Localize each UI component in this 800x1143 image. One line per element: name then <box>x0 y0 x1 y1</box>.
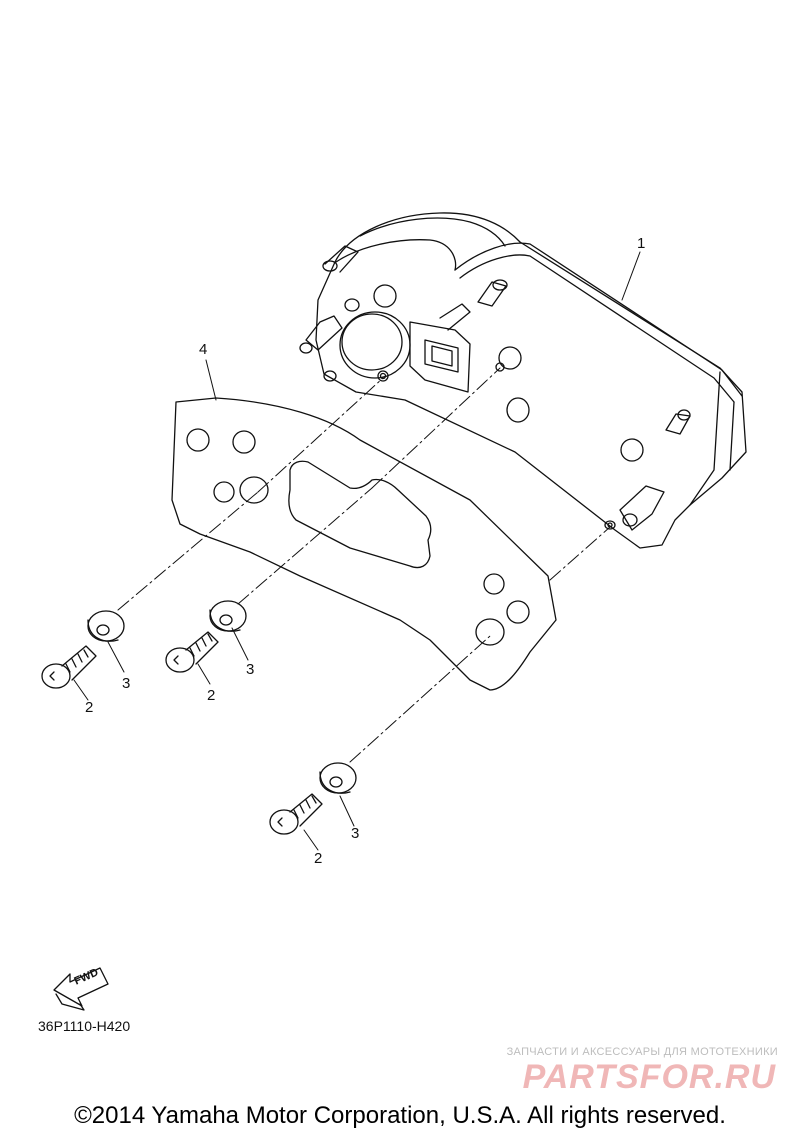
callout-bracket: 4 <box>199 341 208 358</box>
watermark-tagline: ЗАПЧАСТИ И АКСЕССУАРЫ ДЛЯ МОТОТЕХНИКИ <box>506 1046 778 1058</box>
washer-part-c <box>319 762 357 794</box>
bolt-part-b <box>165 631 219 673</box>
callout-washer-a: 3 <box>122 675 131 692</box>
copyright-notice: ©2014 Yamaha Motor Corporation, U.S.A. A… <box>74 1102 726 1129</box>
callout-meter-assembly: 1 <box>637 235 646 252</box>
meter-assembly-part <box>299 212 747 549</box>
bolt-part-c <box>269 793 323 835</box>
callout-bolt-b: 2 <box>207 687 216 704</box>
bolt-part-a <box>41 645 97 689</box>
washer-part-a <box>87 610 125 642</box>
callout-bolt-c: 2 <box>314 850 323 867</box>
assembly-center-lines <box>117 367 611 763</box>
watermark-logo: PARTSFOR.RU <box>522 1058 776 1096</box>
fwd-arrow-icon <box>53 967 109 1011</box>
diagram-code: 36P1110-H420 <box>38 1018 131 1034</box>
washer-part-b <box>209 600 247 632</box>
callout-washer-b: 3 <box>246 661 255 678</box>
callout-washer-c: 3 <box>351 825 360 842</box>
callout-bolt-a: 2 <box>85 699 94 716</box>
bracket-part <box>171 397 557 691</box>
leader-lines <box>73 251 641 851</box>
